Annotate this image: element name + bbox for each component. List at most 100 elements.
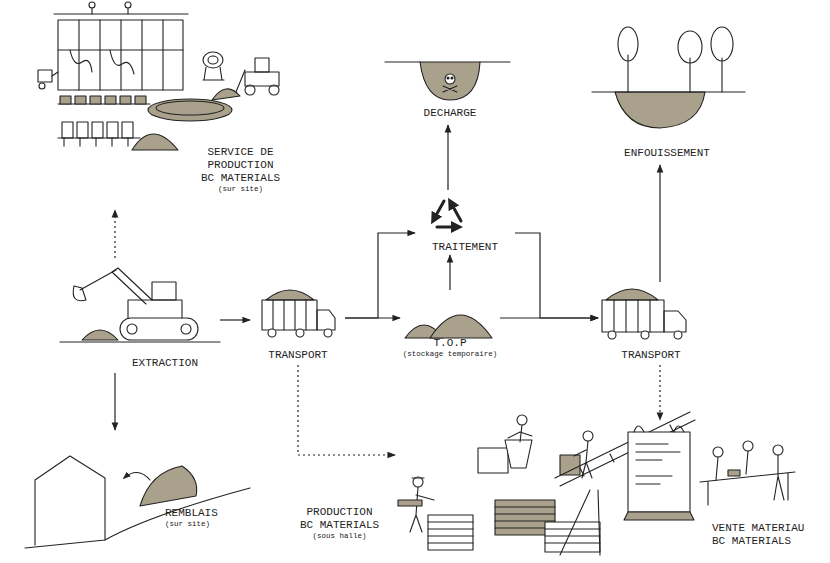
scaffold-sketch <box>38 70 52 82</box>
production-hall <box>428 535 473 536</box>
label-block: TRANSPORT <box>606 349 696 362</box>
dotted-flow-arrow <box>659 365 660 420</box>
landfill-pit <box>447 77 449 79</box>
stage-note: (stockage temporaire) <box>395 350 505 359</box>
mould-rows <box>60 96 71 104</box>
flow-arrow <box>345 233 415 318</box>
landfill-pit <box>385 62 510 100</box>
burial-scene <box>628 55 722 92</box>
production-hall <box>413 477 423 487</box>
production-hall <box>398 412 695 555</box>
production-hall <box>580 468 584 476</box>
bulldozer-sketch <box>245 85 255 95</box>
stage-node: TRANSPORT <box>250 280 345 365</box>
stage-note: (sous halle) <box>297 532 382 541</box>
backfill-scene <box>124 472 150 480</box>
truck-sketch <box>602 300 664 332</box>
stage-label: SERVICE DE PRODUCTION BC MATERIALS <box>198 146 283 185</box>
label-block: TRANSPORT <box>253 349 343 362</box>
landfill-pit <box>451 77 453 79</box>
scaffold-sketch <box>39 83 45 89</box>
scaffold-sketch <box>54 13 188 14</box>
flow-arrow <box>659 165 660 282</box>
stage-node: DECHARGE <box>385 50 515 125</box>
truck-sketch <box>283 300 284 330</box>
truck-sketch <box>602 289 686 339</box>
stage-node: TRANSPORT <box>598 282 703 365</box>
scaffold-sketch <box>78 20 79 90</box>
landfill-pit <box>445 74 455 84</box>
sales-table <box>774 455 784 500</box>
excavator-sketch <box>73 286 86 301</box>
stage-label: EXTRACTION <box>115 357 215 370</box>
mould-rows <box>75 96 86 104</box>
stage-label: DECHARGE <box>400 107 500 120</box>
big-bag <box>634 426 684 432</box>
truck-sketch <box>268 329 276 337</box>
production-hall <box>545 522 600 552</box>
pit-sketch <box>156 101 224 115</box>
sales-table <box>713 447 723 457</box>
landfill-pit <box>443 86 457 92</box>
mould-rows <box>95 138 96 146</box>
big-bag <box>624 426 694 520</box>
excavator-sketch <box>82 330 118 340</box>
label-block: ENFOUISSEMENT <box>607 147 727 160</box>
label-block: EXTRACTION <box>115 357 215 370</box>
flow-arrow <box>114 373 115 430</box>
production-hall <box>428 542 473 543</box>
stage-node: VENTE MATERIAU BC MATERIALS <box>655 420 830 563</box>
backfill-scene <box>35 456 105 545</box>
scaffold-sketch <box>52 72 58 76</box>
stage-note: (sur site) <box>198 185 283 194</box>
truck-sketch <box>637 300 638 332</box>
bulldozer-sketch <box>255 58 269 72</box>
flow-arrow <box>515 233 598 318</box>
truck-sketch <box>317 310 335 330</box>
burial-scene <box>592 27 745 128</box>
scaffold-sketch <box>58 49 183 50</box>
scaffold-sketch <box>141 20 142 90</box>
label-block: VENTE MATERIAU BC MATERIALS <box>712 522 812 548</box>
stage-label: VENTE MATERIAU BC MATERIALS <box>712 522 812 548</box>
flow-arrow <box>447 125 448 190</box>
production-hall <box>610 454 614 462</box>
sales-table <box>716 457 718 480</box>
production-hall <box>545 542 600 543</box>
production-hall <box>574 441 592 478</box>
label-block: REMBLAIS(sur site) <box>165 507 245 529</box>
mixer-sketch <box>203 52 224 80</box>
sales-table <box>700 441 795 505</box>
label-block: T.O.P(stockage temporaire) <box>395 337 505 359</box>
recycle-symbol <box>451 203 461 221</box>
truck-sketch <box>324 329 332 337</box>
big-bag <box>636 444 680 484</box>
production-hall <box>560 490 600 555</box>
stage-label: TRAITEMENT <box>415 241 515 254</box>
production-hall <box>412 477 424 478</box>
mould-rows <box>135 96 146 104</box>
production-hall <box>495 513 555 514</box>
excavator-sketch <box>60 268 220 342</box>
burial-scene <box>618 27 638 61</box>
stage-label: PRODUCTION BC MATERIALS <box>297 506 382 532</box>
mould-rows <box>79 138 80 146</box>
scaffold-sketch <box>110 50 134 74</box>
label-block: DECHARGE <box>400 107 500 120</box>
pit-sketch <box>148 99 232 121</box>
production-hall <box>428 528 473 529</box>
production-hall <box>410 487 434 532</box>
scaffold-sketch <box>70 50 92 72</box>
production-hall <box>517 415 527 425</box>
mould-rows <box>90 96 101 104</box>
scaffold-sketch <box>127 8 128 14</box>
truck-sketch <box>625 300 626 332</box>
excavator-sketch <box>112 268 152 304</box>
recycle-symbol <box>434 201 461 227</box>
production-hall <box>428 515 473 550</box>
truck-sketch <box>262 290 335 337</box>
bulldozer-sketch <box>245 72 279 86</box>
excavator-sketch <box>60 341 220 342</box>
